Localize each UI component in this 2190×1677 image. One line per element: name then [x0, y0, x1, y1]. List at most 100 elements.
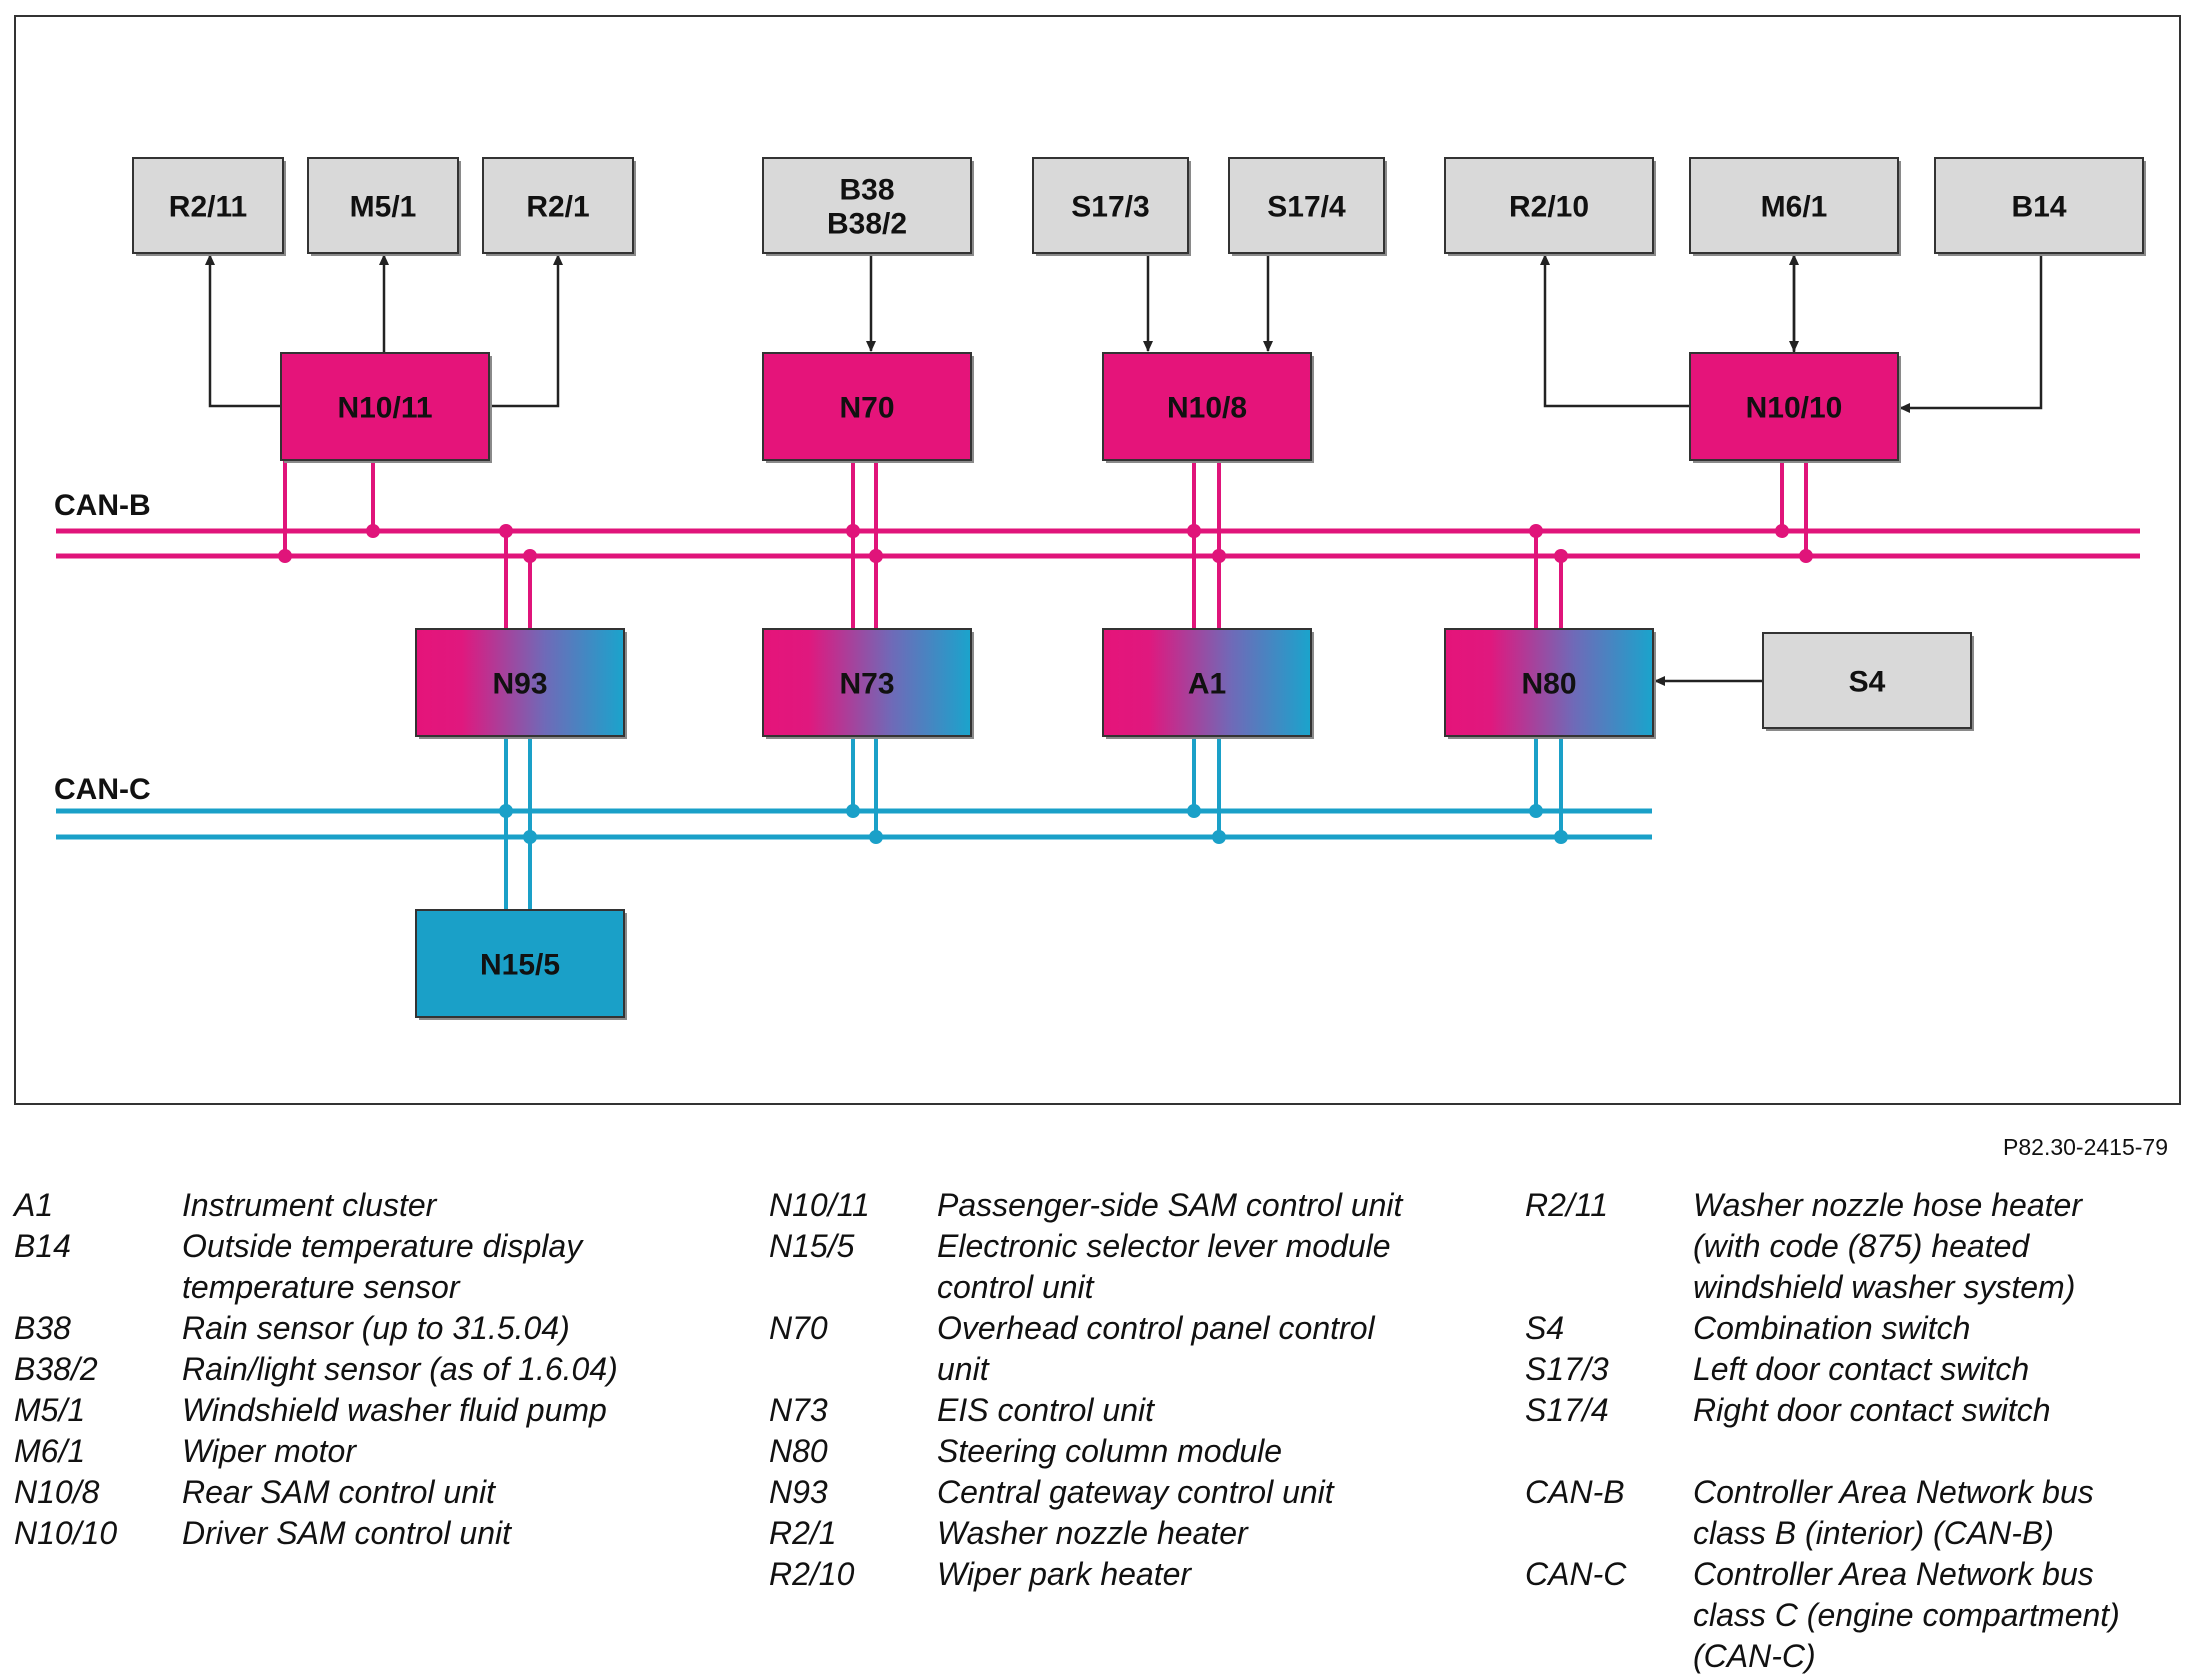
signal-wire	[205, 254, 281, 408]
box-body	[1762, 632, 1972, 729]
bus-junction	[1187, 804, 1201, 818]
legend-code: M6/1	[14, 1433, 86, 1469]
legend-description: Controller Area Network bus class B (int…	[1693, 1474, 2094, 1551]
can-c-label: CAN-C	[54, 773, 151, 806]
legend-item: R2/10 Wiper park heater	[769, 1554, 1429, 1595]
box-body	[1444, 157, 1654, 254]
legend-description: Driver SAM control unit	[182, 1515, 511, 1551]
legend-description: EIS control unit	[937, 1392, 1154, 1428]
box-body	[1032, 157, 1189, 254]
legend-code: B14	[14, 1228, 71, 1264]
legend-item: R2/11 Washer nozzle hose heater (with cod…	[1525, 1185, 2155, 1308]
legend-description: Electronic selector lever module control…	[937, 1228, 1391, 1305]
legend-item: N10/10 Driver SAM control unit	[14, 1513, 654, 1554]
box-label: N70	[839, 392, 894, 425]
legend-item: N15/5 Electronic selector lever module co…	[769, 1226, 1429, 1308]
box-a1: A1	[1102, 628, 1314, 739]
box-body	[415, 909, 625, 1018]
bus-junction	[1212, 830, 1226, 844]
box-body	[1102, 352, 1312, 461]
box-body	[415, 628, 625, 737]
box-body	[762, 157, 972, 254]
box-body	[1934, 157, 2144, 254]
bus-junction	[523, 549, 537, 563]
box-label: N10/11	[337, 392, 432, 425]
legend-code: CAN-C	[1525, 1556, 1627, 1592]
box-n93: N93	[415, 628, 627, 739]
box-label: S17/3	[1071, 191, 1149, 224]
box-m5-1: M5/1	[307, 157, 461, 256]
box-label: S17/4	[1267, 191, 1346, 224]
box-body	[1102, 628, 1312, 737]
legend-code: N10/10	[14, 1515, 118, 1551]
legend-description: Windshield washer fluid pump	[182, 1392, 607, 1428]
legend-code: B38	[14, 1310, 71, 1346]
legend-item: M6/1 Wiper motor	[14, 1431, 654, 1472]
legend-item: M5/1 Windshield washer fluid pump	[14, 1390, 654, 1431]
bus-drops	[278, 460, 1813, 910]
legend-description: Washer nozzle hose heater (with code (87…	[1693, 1187, 2082, 1305]
legend-code: R2/11	[1525, 1187, 1609, 1223]
legend-item: A1 Instrument cluster	[14, 1185, 654, 1226]
legend-code: N70	[769, 1310, 828, 1346]
legend-item: CAN-B Controller Area Network bus class B…	[1525, 1472, 2155, 1554]
bus-junction	[869, 549, 883, 563]
legend-column-3: R2/11 Washer nozzle hose heater (with cod…	[1525, 1185, 2155, 1677]
signal-wire	[1540, 254, 1690, 408]
legend-description: Rain sensor (up to 31.5.04)	[182, 1310, 570, 1346]
box-r2-1: R2/1	[482, 157, 636, 256]
box-body	[307, 157, 459, 254]
legend-code: N80	[769, 1433, 828, 1469]
box-label: N10/8	[1167, 392, 1247, 425]
legend-code: M5/1	[14, 1392, 86, 1428]
box-label: A1	[1188, 668, 1226, 701]
legend-description: Wiper motor	[182, 1433, 356, 1469]
box-label: M5/1	[350, 191, 417, 224]
box-s17-3: S17/3	[1032, 157, 1191, 256]
legend-code: N10/8	[14, 1474, 100, 1510]
box-label: R2/11	[169, 191, 247, 224]
box-body	[1228, 157, 1385, 254]
legend-code: N15/5	[769, 1228, 855, 1264]
bus-junction	[846, 524, 860, 538]
box-m6-1: M6/1	[1689, 157, 1901, 256]
legend-code: CAN-B	[1525, 1474, 1625, 1510]
box-label: B14	[2011, 191, 2066, 224]
box-b14: B14	[1934, 157, 2146, 256]
bus-junction	[366, 524, 380, 538]
bus-junction	[499, 524, 513, 538]
box-n10-8: N10/8	[1102, 352, 1314, 463]
box-label: N93	[492, 668, 547, 701]
box-n70: N70	[762, 352, 974, 463]
box-body	[762, 628, 972, 737]
legend-code: R2/1	[769, 1515, 837, 1551]
box-n80: N80	[1444, 628, 1656, 739]
legend-description: Wiper park heater	[937, 1556, 1192, 1592]
legend-code: R2/10	[769, 1556, 855, 1592]
box-body	[482, 157, 634, 254]
box-label: N80	[1521, 668, 1576, 701]
bus-junction	[1554, 830, 1568, 844]
box-body	[1689, 157, 1899, 254]
legend-description: Combination switch	[1693, 1310, 1971, 1346]
bus-junction	[1799, 549, 1813, 563]
legend-description: Central gateway control unit	[937, 1474, 1334, 1510]
box-r2-10: R2/10	[1444, 157, 1656, 256]
figure-reference: P82.30-2415-79	[2003, 1134, 2168, 1160]
legend-item: B38 Rain sensor (up to 31.5.04)	[14, 1308, 654, 1349]
legend-description: Instrument cluster	[182, 1187, 437, 1223]
legend-code: N10/11	[769, 1187, 870, 1223]
legend-code: A1	[14, 1187, 54, 1223]
box-label: N10/10	[1746, 392, 1843, 425]
bus-junction	[1212, 549, 1226, 563]
legend-code: S17/4	[1525, 1392, 1609, 1428]
